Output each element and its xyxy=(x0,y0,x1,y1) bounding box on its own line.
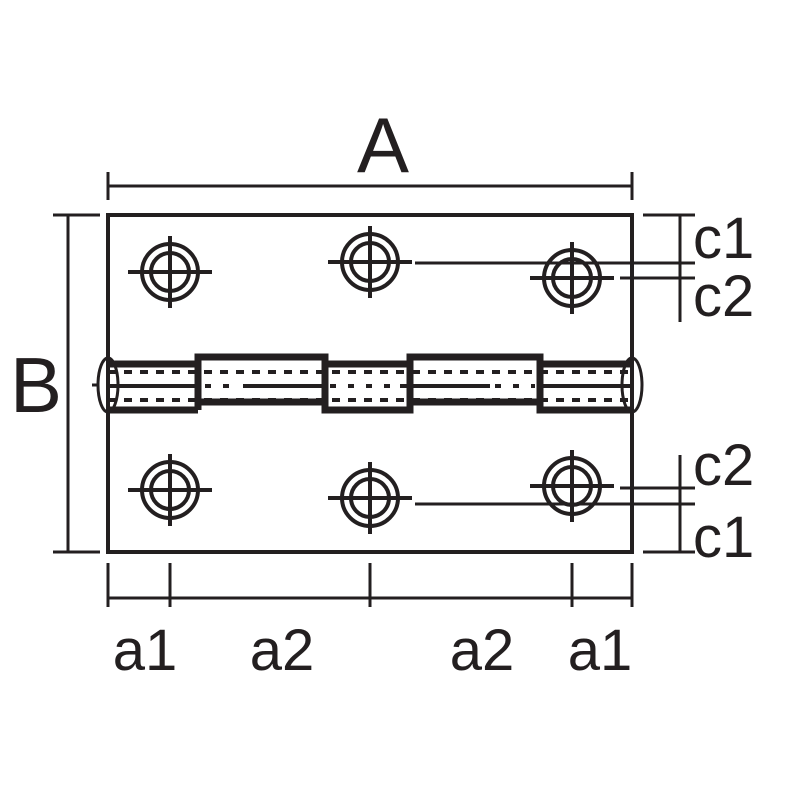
label-c1-top: c1 xyxy=(693,206,754,271)
label-c2-top: c2 xyxy=(693,264,754,329)
label-a1-left: a1 xyxy=(113,618,178,683)
hole-icon xyxy=(328,226,412,298)
label-a: A xyxy=(357,101,409,189)
dimension-c-top xyxy=(415,213,695,322)
hinge-knuckle xyxy=(92,353,644,414)
hinge-plate xyxy=(106,213,634,554)
hole-icon xyxy=(128,454,212,526)
label-b: B xyxy=(10,341,62,429)
dimension-b xyxy=(53,213,100,554)
hole-icon xyxy=(328,462,412,534)
label-c2-bottom: c2 xyxy=(693,433,754,498)
hole-icon xyxy=(530,450,614,522)
dimension-a xyxy=(106,172,634,200)
label-a2-right: a2 xyxy=(450,618,515,683)
label-c1-bottom: c1 xyxy=(693,505,754,570)
hole-icon xyxy=(128,236,212,308)
label-a2-left: a2 xyxy=(250,618,315,683)
hole-icon xyxy=(530,242,614,314)
dimension-a-sub xyxy=(106,563,634,607)
dimension-c-bottom xyxy=(415,455,695,554)
label-a1-right: a1 xyxy=(568,618,633,683)
